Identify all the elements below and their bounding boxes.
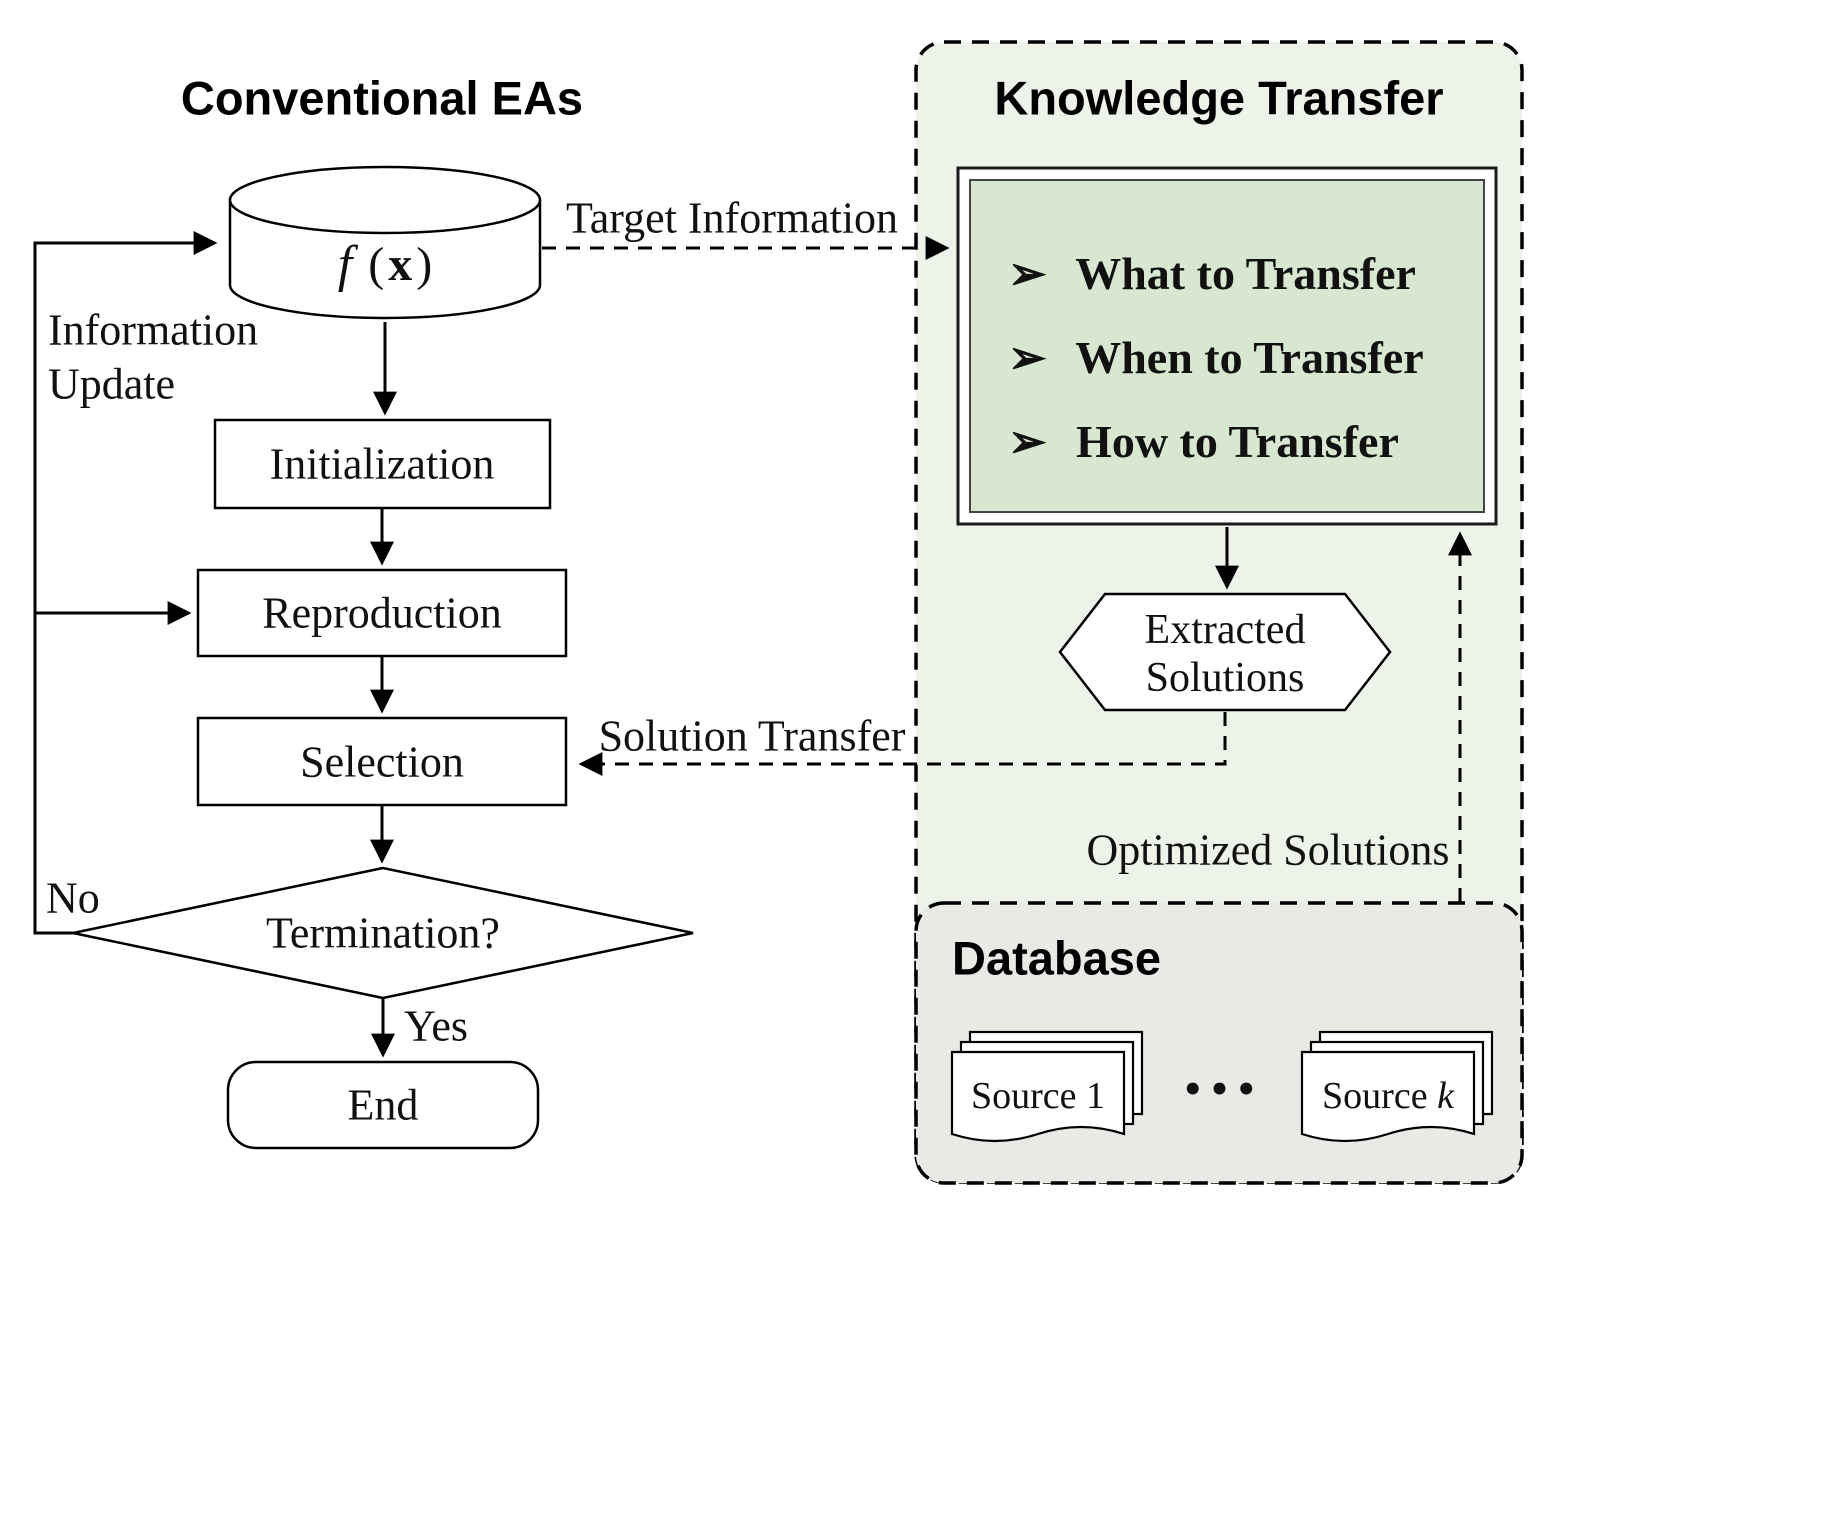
conventional-eas-title: Conventional EAs [181,72,583,125]
initialization-label: Initialization [270,440,495,489]
fx-cylinder-top [228,165,542,235]
sourcek-stack: Source k [1300,1030,1494,1143]
chevron-bullet-icon: ➢ [1008,248,1047,299]
optimized-solutions-label: Optimized Solutions [1087,826,1450,875]
initialization-box [213,418,552,510]
termination-label: Termination? [266,909,500,958]
kt-item-what: ➢ What to Transfer [1008,248,1416,299]
end-label: End [348,1081,419,1130]
chevron-bullet-icon: ➢ [1008,332,1047,383]
kt-item-what-label: What to Transfer [1075,248,1416,299]
kt-item-when-label: When to Transfer [1075,332,1423,383]
transfer-strategy-box [969,179,1485,513]
yes-label: Yes [404,1002,468,1051]
fx-x: x [388,238,412,291]
no-label: No [46,874,100,923]
sourcek-label: Source k [1322,1075,1455,1117]
target-information-label: Target Information [566,194,898,243]
sourcek-label-var: k [1437,1075,1455,1117]
knowledge-transfer-title: Knowledge Transfer [994,72,1443,125]
source1-stack: Source 1 [950,1030,1144,1143]
end-box [226,1060,540,1150]
sourcek-page-front [1300,1050,1476,1143]
extracted-solutions-line1: Extracted [1145,607,1306,653]
kt-item-how-label: How to Transfer [1076,416,1399,467]
sourcek-label-prefix: Source [1322,1075,1437,1117]
kt-item-how: ➢ How to Transfer [1008,416,1399,467]
reproduction-label: Reproduction [262,589,502,638]
info-update-label-line1: Information [48,306,258,355]
source1-page-front [950,1050,1126,1143]
solution-transfer-label: Solution Transfer [599,712,906,761]
fx-close: ) [416,238,432,291]
info-update-label-line2: Update [48,360,175,409]
termination-diamond [72,866,694,1000]
information-update-loop [33,231,218,935]
source1-label: Source 1 [971,1075,1105,1117]
selection-label: Selection [300,738,464,787]
kt-item-when: ➢ When to Transfer [1008,332,1424,383]
fx-open: ( [368,238,384,291]
ellipsis-dots: ••• [1182,1070,1262,1110]
extracted-solutions-hexagon [1058,592,1392,712]
database-title: Database [952,932,1161,985]
reproduction-box [196,568,568,658]
selection-box [196,716,568,807]
chevron-bullet-icon: ➢ [1008,416,1047,467]
solution-transfer-arrow [578,712,1227,776]
extracted-solutions-line2: Solutions [1146,655,1305,701]
